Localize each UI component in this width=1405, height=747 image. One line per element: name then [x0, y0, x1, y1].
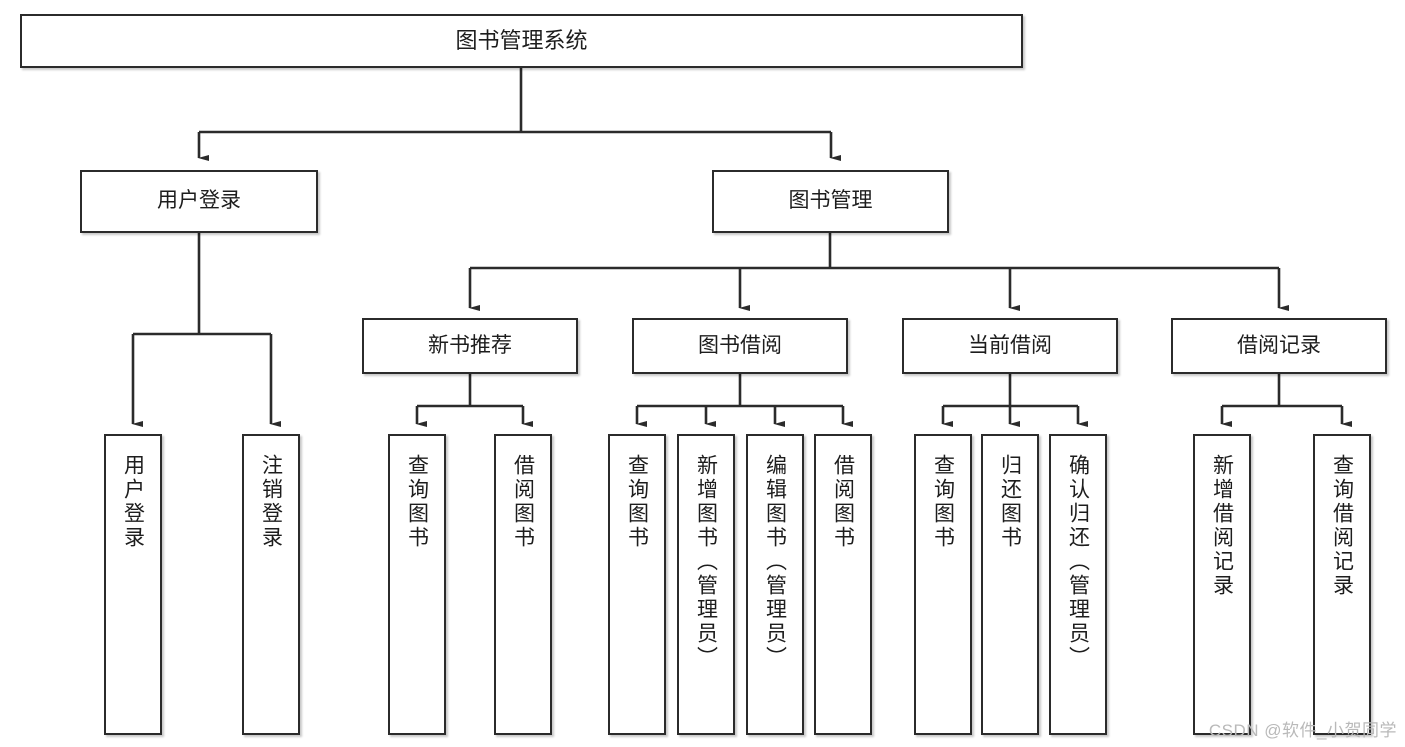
node-new-book-recommend-label: 新书推荐	[428, 333, 512, 357]
leaf-add-book-label: 新增图书（管理员）	[694, 454, 718, 670]
leaf-borrow-book-1-label: 借阅图书	[511, 454, 535, 550]
leaf-logout-login[interactable]: 注销登录	[242, 434, 300, 735]
node-current-borrow[interactable]: 当前借阅	[902, 318, 1118, 374]
leaf-edit-book-label: 编辑图书（管理员）	[763, 454, 787, 670]
leaf-add-record-label: 新增借阅记录	[1210, 454, 1234, 598]
node-book-borrow-label: 图书借阅	[698, 333, 782, 357]
node-book-manage-label: 图书管理	[788, 189, 873, 213]
leaf-logout-login-label: 注销登录	[259, 454, 283, 550]
leaf-confirm-return[interactable]: 确认归还（管理员）	[1049, 434, 1107, 735]
leaf-user-login-label: 用户登录	[121, 454, 145, 550]
leaf-query-record-label: 查询借阅记录	[1330, 454, 1354, 598]
leaf-borrow-book-2-label: 借阅图书	[831, 454, 855, 550]
node-current-borrow-label: 当前借阅	[968, 333, 1052, 357]
leaf-user-login[interactable]: 用户登录	[104, 434, 162, 735]
leaf-borrow-book-2[interactable]: 借阅图书	[814, 434, 872, 735]
node-borrow-record[interactable]: 借阅记录	[1171, 318, 1387, 374]
node-book-borrow[interactable]: 图书借阅	[632, 318, 848, 374]
node-user-login[interactable]: 用户登录	[80, 170, 318, 233]
leaf-confirm-return-label: 确认归还（管理员）	[1066, 454, 1090, 670]
watermark: CSDN @软件_小贺同学	[1208, 721, 1397, 740]
leaf-query-book-2-label: 查询图书	[625, 454, 649, 550]
leaf-add-record[interactable]: 新增借阅记录	[1193, 434, 1251, 735]
node-book-manage[interactable]: 图书管理	[712, 170, 949, 233]
leaf-borrow-book-1[interactable]: 借阅图书	[494, 434, 552, 735]
node-root-label: 图书管理系统	[455, 28, 588, 54]
leaf-edit-book[interactable]: 编辑图书（管理员）	[746, 434, 804, 735]
node-root[interactable]: 图书管理系统	[20, 14, 1023, 68]
leaf-return-book[interactable]: 归还图书	[981, 434, 1039, 735]
node-user-login-label: 用户登录	[157, 189, 241, 213]
leaf-query-book-3[interactable]: 查询图书	[914, 434, 972, 735]
node-borrow-record-label: 借阅记录	[1237, 333, 1321, 357]
leaf-query-book-2[interactable]: 查询图书	[608, 434, 666, 735]
leaf-query-book-1-label: 查询图书	[405, 454, 429, 550]
leaf-query-record[interactable]: 查询借阅记录	[1313, 434, 1371, 735]
node-new-book-recommend[interactable]: 新书推荐	[362, 318, 578, 374]
leaf-query-book-3-label: 查询图书	[931, 454, 955, 550]
leaf-return-book-label: 归还图书	[998, 454, 1022, 550]
leaf-query-book-1[interactable]: 查询图书	[388, 434, 446, 735]
leaf-add-book[interactable]: 新增图书（管理员）	[677, 434, 735, 735]
